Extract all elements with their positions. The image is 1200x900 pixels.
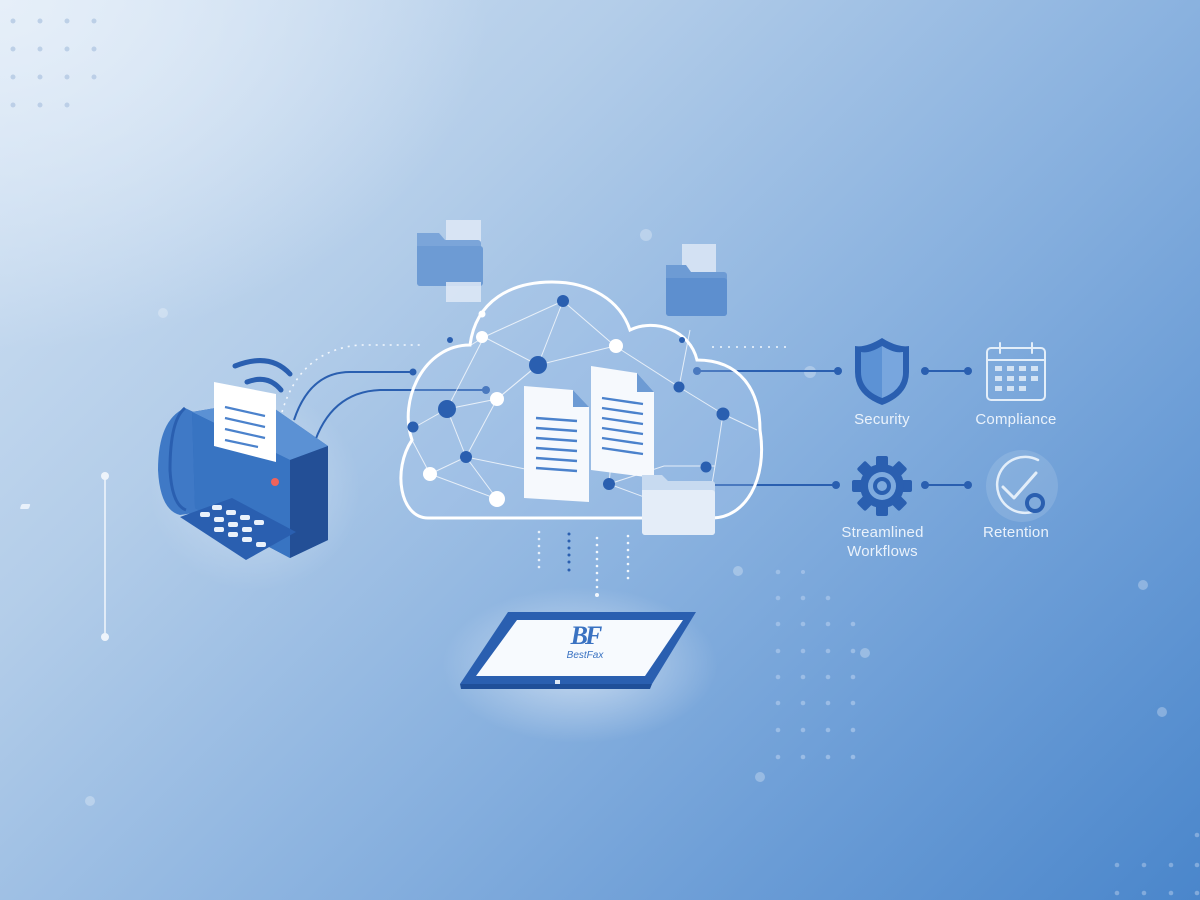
- fax-machine-icon: [20, 358, 328, 560]
- calendar-icon: [986, 342, 1046, 401]
- tablet-logo: BF BestFax: [520, 622, 650, 674]
- tablet-icon: [460, 612, 696, 689]
- cloud-to-feature-connectors: [693, 346, 972, 489]
- dot-grid-bottom-right: [1114, 832, 1200, 896]
- cloud-to-tablet-connectors: [537, 530, 630, 597]
- folder-icon-top-right: [666, 244, 727, 316]
- folder-icon-top-left: [417, 220, 483, 302]
- logo-text: BestFax: [566, 650, 604, 661]
- retention-check-icon: [986, 450, 1058, 522]
- feature-label-security: Security: [854, 411, 910, 428]
- feature-label-compliance: Compliance: [975, 411, 1057, 428]
- feature-label-streamlined-workflows: Streamlined Workflows: [820, 523, 945, 561]
- feature-label-retention: Retention: [982, 524, 1049, 541]
- document-icon-right: [591, 366, 654, 478]
- shield-icon: [855, 338, 909, 405]
- logo-mark: BF: [570, 621, 603, 650]
- vertical-accent-line: [101, 472, 109, 641]
- folder-icon-cloud: [642, 475, 715, 535]
- feature-label-line2: Workflows: [847, 543, 918, 560]
- dot-grid-top-left: [10, 18, 97, 108]
- gear-icon: [852, 456, 912, 516]
- cloud-network-icon: [399, 280, 764, 535]
- feature-label-line1: Streamlined: [841, 524, 924, 541]
- floating-bubbles: [85, 229, 1167, 806]
- document-icon-left: [524, 386, 589, 502]
- dot-grid-right: [775, 569, 856, 760]
